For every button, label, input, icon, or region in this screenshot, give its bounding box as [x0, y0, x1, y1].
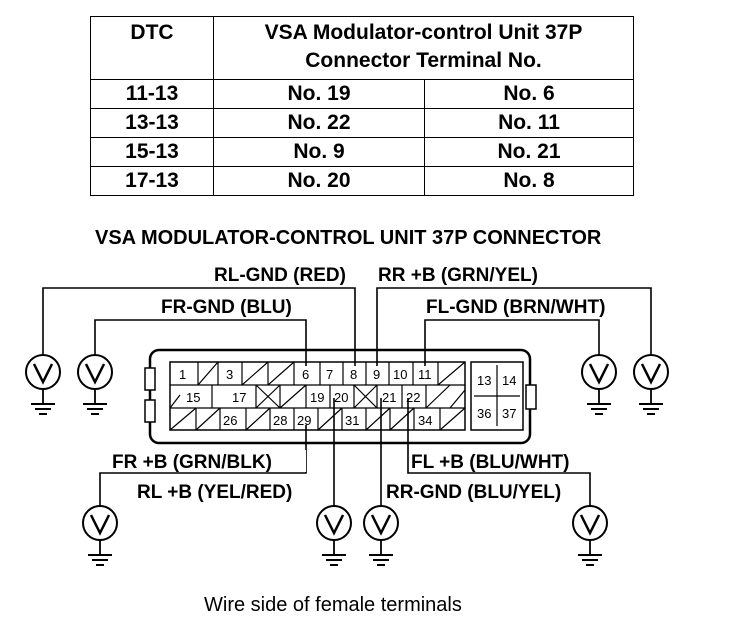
cell-terminal-a: No. 19	[213, 79, 425, 109]
wire-fr-b	[99, 425, 307, 508]
pin-6: 6	[302, 367, 309, 382]
voltmeter-icon	[580, 353, 618, 416]
pin-28: 28	[273, 413, 287, 428]
wire-fr-gnd	[94, 319, 307, 366]
cell-terminal-a: No. 22	[213, 108, 425, 138]
pin-36: 36	[477, 406, 491, 421]
pin-17: 17	[232, 390, 246, 405]
pin-22: 22	[406, 390, 420, 405]
label-fr-b: FR +B (GRN/BLK)	[112, 452, 272, 473]
pin-19: 19	[310, 390, 324, 405]
label-rl-b: RL +B (YEL/RED)	[137, 482, 292, 503]
cell-terminal-b: No. 11	[424, 108, 634, 138]
pin-29: 29	[297, 413, 311, 428]
label-bg	[376, 262, 568, 284]
connector-body: 1 3 6 7 8 9 10 11 15 17 19 20 21 22 26 2…	[144, 348, 537, 445]
pin-7: 7	[326, 367, 333, 382]
voltmeter-icon	[81, 504, 119, 567]
cell-terminal-b: No. 21	[424, 137, 634, 167]
label-rr-b: RR +B (GRN/YEL)	[378, 265, 538, 286]
cell-terminal-a: No. 20	[213, 166, 425, 196]
label-rr-gnd: RR-GND (BLU/YEL)	[386, 482, 561, 503]
wire-fl-b	[407, 398, 591, 508]
cell-dtc: 11-13	[90, 79, 214, 109]
label-fl-b: FL +B (BLU/WHT)	[411, 452, 570, 473]
voltmeter-icon	[76, 353, 114, 416]
label-rl-gnd: RL-GND (RED)	[214, 265, 346, 286]
table-row: 17-13 No. 20 No. 8	[90, 166, 634, 196]
header-terminal: VSA Modulator-control Unit 37P Connector…	[213, 16, 634, 80]
pin-8: 8	[350, 367, 357, 382]
pin-9: 9	[373, 367, 380, 382]
pin-14: 14	[502, 373, 516, 388]
header-terminal-line1: VSA Modulator-control Unit 37P	[264, 21, 583, 44]
table-row: 13-13 No. 22 No. 11	[90, 108, 634, 138]
pin-1: 1	[179, 367, 186, 382]
pin-34: 34	[418, 413, 432, 428]
pin-21: 21	[382, 390, 396, 405]
label-fl-gnd: FL-GND (BRN/WHT)	[426, 297, 605, 318]
pin-26: 26	[223, 413, 237, 428]
cell-dtc: 17-13	[90, 166, 214, 196]
cell-terminal-a: No. 9	[213, 137, 425, 167]
voltmeter-icon	[315, 504, 353, 567]
voltmeter-icon	[24, 353, 62, 416]
pin-10: 10	[393, 367, 407, 382]
wiring	[42, 287, 652, 508]
diagram-title: VSA MODULATOR-CONTROL UNIT 37P CONNECTOR	[95, 227, 602, 249]
pin-13: 13	[477, 373, 491, 388]
wire-rr-b	[376, 287, 652, 366]
pin-11: 11	[418, 367, 432, 382]
wire-fl-gnd	[424, 319, 600, 366]
header-terminal-line2: Connector Terminal No.	[305, 49, 542, 72]
label-bg	[212, 262, 364, 284]
voltmeter-icon	[571, 504, 609, 567]
pin-37: 37	[502, 406, 516, 421]
diagram-caption: Wire side of female terminals	[204, 594, 462, 616]
pin-20: 20	[334, 390, 348, 405]
dtc-terminal-table: DTC VSA Modulator-control Unit 37P Conne…	[90, 16, 634, 196]
table-header-row: DTC VSA Modulator-control Unit 37P Conne…	[90, 16, 634, 80]
header-dtc: DTC	[90, 16, 214, 80]
pin-31: 31	[345, 413, 359, 428]
cell-terminal-b: No. 8	[424, 166, 634, 196]
pin-15: 15	[186, 390, 200, 405]
pin-3: 3	[226, 367, 233, 382]
voltmeter-icon	[632, 353, 670, 416]
label-fr-gnd: FR-GND (BLU)	[161, 297, 292, 318]
label-bg	[110, 450, 306, 472]
table-row: 11-13 No. 19 No. 6	[90, 79, 634, 109]
wire-rl-gnd	[42, 287, 356, 366]
voltmeter-icon	[362, 504, 400, 567]
